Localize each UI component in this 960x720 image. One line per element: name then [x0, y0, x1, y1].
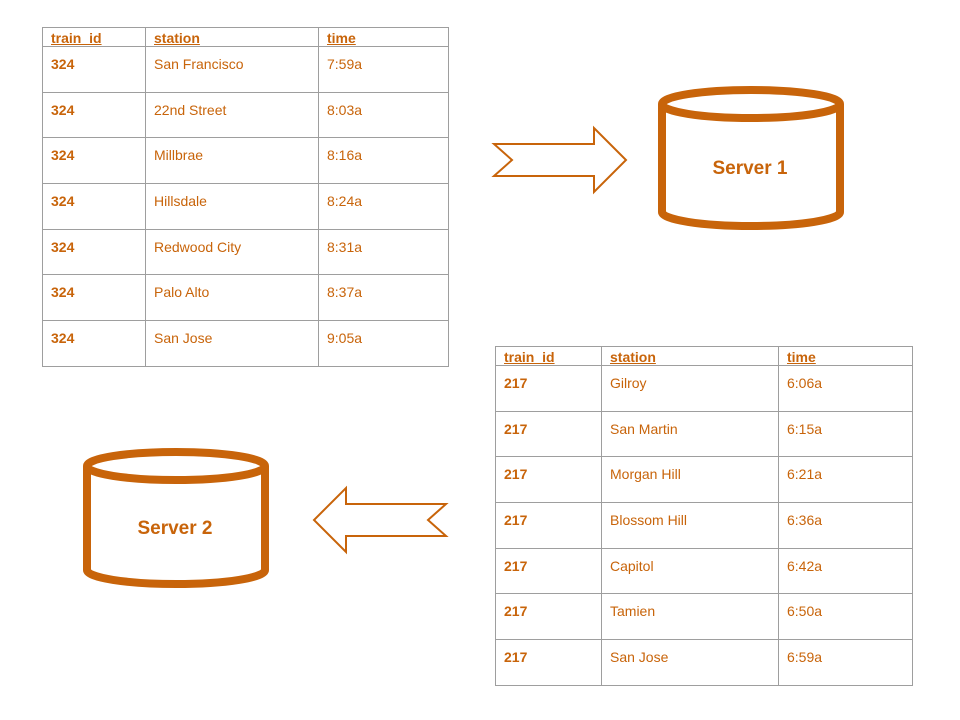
table-row: 324 Redwood City 8:31a [42, 228, 449, 276]
cell-train-id: 324 [42, 228, 146, 276]
arrow-right-icon [491, 125, 628, 195]
table-header-row: train_id station time [42, 27, 449, 47]
cell-train-id: 217 [495, 365, 602, 412]
cell-time: 8:24a [318, 183, 449, 230]
cell-train-id: 324 [42, 274, 146, 322]
cell-train-id: 217 [495, 456, 602, 504]
cell-time: 8:16a [318, 137, 449, 185]
cell-station: San Martin [601, 410, 779, 458]
cell-train-id: 217 [495, 410, 602, 458]
server-2-label: Server 2 [137, 518, 213, 539]
cell-train-id: 217 [495, 547, 602, 595]
cell-time: 6:15a [778, 410, 913, 458]
cell-train-id: 217 [495, 593, 602, 641]
header-time: time [778, 346, 913, 366]
cell-train-id: 324 [42, 183, 146, 230]
cell-time: 8:31a [318, 228, 449, 276]
header-train-id: train_id [495, 346, 602, 366]
database-cylinder-icon [658, 86, 844, 230]
table-row: 324 Hillsdale 8:24a [42, 183, 449, 230]
table-row: 217 San Martin 6:15a [495, 410, 913, 458]
cell-train-id: 217 [495, 502, 602, 549]
table-row: 217 Tamien 6:50a [495, 593, 913, 641]
cell-time: 6:06a [778, 365, 913, 412]
table-row: 324 San Francisco 7:59a [42, 46, 449, 93]
cell-station: Morgan Hill [601, 456, 779, 504]
table-row: 324 Millbrae 8:16a [42, 137, 449, 185]
table-train-324: train_id station time 324 San Francisco … [42, 27, 449, 367]
table-row: 324 San Jose 9:05a [42, 320, 449, 367]
cell-time: 9:05a [318, 320, 449, 367]
cell-train-id: 324 [42, 46, 146, 93]
cell-station: Blossom Hill [601, 502, 779, 549]
cell-station: Gilroy [601, 365, 779, 412]
table-row: 217 Blossom Hill 6:36a [495, 502, 913, 549]
arrow-left-icon [312, 485, 449, 555]
cell-station: Palo Alto [145, 274, 319, 322]
cell-time: 6:50a [778, 593, 913, 641]
table-row: 217 San Jose 6:59a [495, 639, 913, 686]
table-row: 324 22nd Street 8:03a [42, 91, 449, 139]
table-row: 217 Capitol 6:42a [495, 547, 913, 595]
table-row: 217 Morgan Hill 6:21a [495, 456, 913, 504]
server-1-label: Server 1 [712, 158, 788, 179]
cell-station: 22nd Street [145, 91, 319, 139]
cell-train-id: 324 [42, 137, 146, 185]
cell-station: Millbrae [145, 137, 319, 185]
cell-station: Redwood City [145, 228, 319, 276]
cell-time: 6:42a [778, 547, 913, 595]
table-row: 217 Gilroy 6:06a [495, 365, 913, 412]
table-train-217: train_id station time 217 Gilroy 6:06a 2… [495, 346, 913, 686]
cell-train-id: 324 [42, 91, 146, 139]
cell-time: 6:36a [778, 502, 913, 549]
cell-train-id: 324 [42, 320, 146, 367]
cell-station: San Jose [601, 639, 779, 686]
cell-time: 6:21a [778, 456, 913, 504]
cell-train-id: 217 [495, 639, 602, 686]
header-station: station [601, 346, 779, 366]
table-row: 324 Palo Alto 8:37a [42, 274, 449, 322]
header-train-id: train_id [42, 27, 146, 47]
cell-time: 8:37a [318, 274, 449, 322]
cell-station: San Jose [145, 320, 319, 367]
cell-station: Hillsdale [145, 183, 319, 230]
header-station: station [145, 27, 319, 47]
database-cylinder-icon [83, 448, 269, 588]
cell-time: 6:59a [778, 639, 913, 686]
cell-station: San Francisco [145, 46, 319, 93]
cell-station: Tamien [601, 593, 779, 641]
cell-time: 8:03a [318, 91, 449, 139]
header-time: time [318, 27, 449, 47]
cell-time: 7:59a [318, 46, 449, 93]
cell-station: Capitol [601, 547, 779, 595]
table-header-row: train_id station time [495, 346, 913, 366]
